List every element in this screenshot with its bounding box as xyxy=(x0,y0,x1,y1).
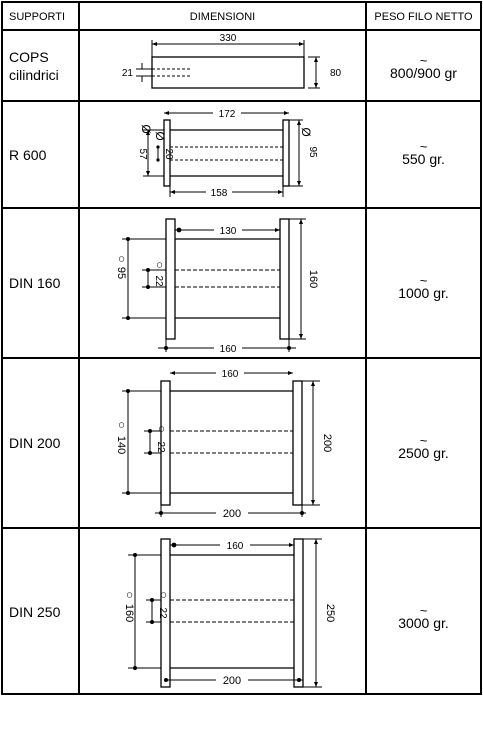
din250-overall-length-label: 200 xyxy=(223,675,241,687)
support-subname: cilindrici xyxy=(9,66,59,83)
din160-flange-diameter-label: 160 xyxy=(307,270,319,288)
din200-overall-length-label: 200 xyxy=(223,508,241,520)
support-name: R 600 xyxy=(9,146,47,163)
r600-diameter-symbol-3: Ø xyxy=(153,131,167,140)
din160-bore-label: 22 xyxy=(153,275,164,287)
bobbin-spec-table: SUPPORTI DIMENSIONI PESO FILO NETTO COPS… xyxy=(1,1,482,695)
row-cops-weight: ~ 800/900 gr xyxy=(367,37,480,100)
header-divider xyxy=(3,29,480,31)
support-name: COPS xyxy=(9,48,49,65)
row-r600-weight: ~ 550 gr. xyxy=(367,102,480,207)
row-cops-name: COPS cilindrici xyxy=(3,31,80,100)
column-divider xyxy=(365,3,367,693)
din200-inner-length-label: 160 xyxy=(222,369,239,380)
header-dimensions: DIMENSIONI xyxy=(189,11,256,23)
support-name: DIN 160 xyxy=(9,275,61,291)
r600-diameter-symbol: Ø xyxy=(299,127,313,136)
support-name: DIN 200 xyxy=(9,435,61,451)
cops-diagram: 330 21 80 xyxy=(122,33,342,89)
din200-diameter-symbol-2: ○ xyxy=(155,425,169,432)
r600-flange-diameter-label: 95 xyxy=(307,146,318,158)
approx-symbol: ~ xyxy=(419,273,428,288)
r600-barrel-length-label: 158 xyxy=(211,188,228,199)
row-din200-name: DIN 200 xyxy=(3,359,80,527)
row-divider xyxy=(3,357,480,359)
approx-symbol: ~ xyxy=(419,52,428,68)
cops-length-label: 330 xyxy=(220,33,237,44)
din160-diameter-symbol-2: ○ xyxy=(153,261,167,268)
din160-diameter-symbol: ○ xyxy=(115,255,129,262)
din250-diagram: 160 200 250 160 ○ 22 ○ xyxy=(123,538,336,688)
column-divider xyxy=(78,3,80,693)
approx-symbol: ~ xyxy=(419,433,428,448)
row-din250-weight: ~ 3000 gr. xyxy=(367,529,480,709)
r600-overall-length-label: 172 xyxy=(219,109,236,120)
din200-barrel-diameter-label: 140 xyxy=(115,436,127,454)
row-divider xyxy=(3,527,480,529)
din250-flange-diameter-label: 250 xyxy=(324,604,336,622)
r600-diameter-symbol-2: Ø xyxy=(139,124,153,133)
row-din160-weight: ~ 1000 gr. xyxy=(367,209,480,369)
approx-symbol: ~ xyxy=(419,138,428,154)
din160-overall-length-label: 160 xyxy=(220,344,237,355)
r600-bore-label: 20 xyxy=(163,148,174,160)
header-net-weight: PESO FILO NETTO xyxy=(374,11,473,23)
din250-bore-label: 22 xyxy=(157,607,168,619)
din250-barrel-diameter-label: 160 xyxy=(123,604,135,622)
r600-barrel-diameter-label: 57 xyxy=(137,148,148,160)
net-weight-value: 3000 gr. xyxy=(398,615,449,631)
din200-diagram: 160 200 200 140 ○ 22 ○ xyxy=(115,367,333,520)
din250-diameter-symbol-2: ○ xyxy=(157,591,171,598)
approx-symbol: ~ xyxy=(419,603,428,618)
support-name: DIN 250 xyxy=(9,604,61,620)
row-din200-weight: ~ 2500 gr. xyxy=(367,359,480,539)
row-divider xyxy=(3,100,480,102)
din250-inner-length-label: 160 xyxy=(227,541,244,552)
net-weight-value: 2500 gr. xyxy=(398,445,449,461)
net-weight-value: 1000 gr. xyxy=(398,285,449,301)
r600-diagram: 172 158 95 Ø 57 Ø 20 Ø xyxy=(137,107,318,199)
din200-bore-label: 22 xyxy=(155,441,166,453)
din160-barrel-diameter-label: 95 xyxy=(115,267,127,279)
din200-flange-diameter-label: 200 xyxy=(321,434,333,452)
net-weight-value: 550 gr. xyxy=(402,150,445,167)
header-supports: SUPPORTI xyxy=(9,11,66,23)
row-din160-name: DIN 160 xyxy=(3,209,80,357)
net-weight-value: 800/900 gr xyxy=(390,64,457,81)
cops-bore-label: 21 xyxy=(122,68,134,79)
cops-diameter-label: 80 xyxy=(330,68,342,79)
row-din250-name: DIN 250 xyxy=(3,529,80,695)
din160-inner-length-label: 130 xyxy=(220,226,237,237)
din250-diameter-symbol: ○ xyxy=(123,591,137,598)
din160-diagram: 130 160 160 95 ○ 22 ○ xyxy=(115,218,319,355)
din200-diameter-symbol: ○ xyxy=(115,421,129,428)
row-divider xyxy=(3,207,480,209)
row-r600-name: R 600 xyxy=(3,102,80,207)
